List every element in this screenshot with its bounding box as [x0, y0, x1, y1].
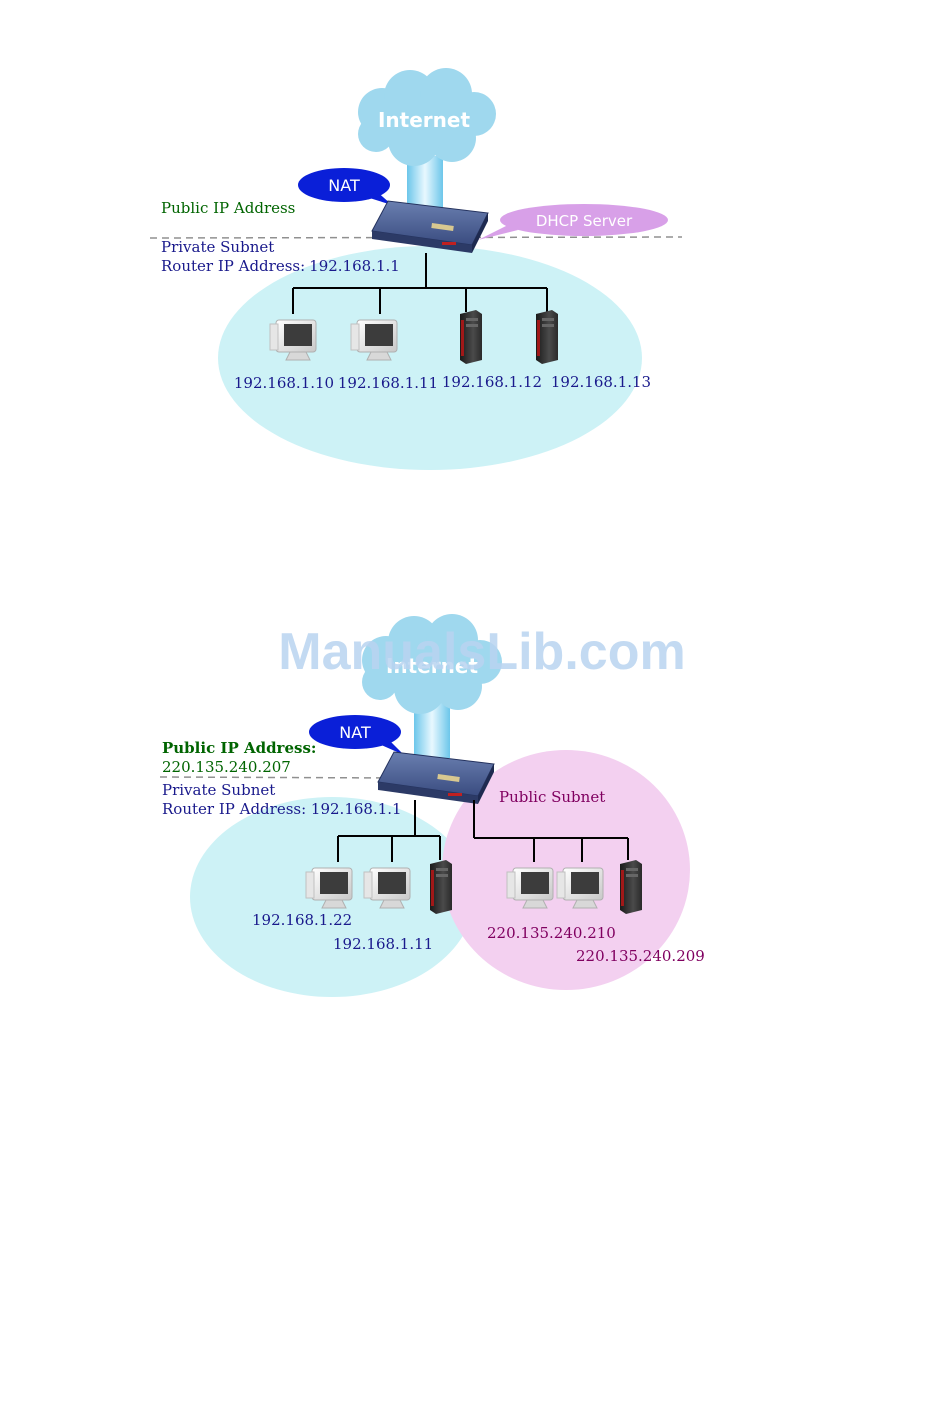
router-ip-value: 192.168.1.1 — [309, 257, 400, 275]
private-subnet-label: Private Subnet — [162, 781, 275, 799]
router-ip-caption: Router IP Address: — [161, 257, 305, 275]
public-ip-value: 220.135.240.207 — [162, 758, 291, 776]
nat-bubble — [298, 168, 392, 205]
dhcp-server-bubble — [478, 204, 668, 240]
public-ip-address-label: Public IP Address: — [162, 739, 316, 757]
nat-label: NAT — [328, 176, 360, 195]
host-ip: 220.135.240.209 — [576, 947, 705, 965]
public-private-divider — [159, 776, 399, 779]
server-icon — [430, 860, 452, 914]
host-ip: 192.168.1.10 — [234, 374, 334, 392]
lan-wiring — [337, 800, 629, 862]
internet-label: Internet — [386, 654, 478, 678]
router-ip-label: Router IP Address:192.168.1.1 — [161, 257, 400, 275]
public-subnet-label: Public Subnet — [499, 788, 605, 806]
host-ip: 192.168.1.12 — [442, 373, 542, 391]
server-icon — [620, 860, 642, 914]
host-ip: 192.168.1.13 — [551, 373, 651, 391]
host-ip: 192.168.1.22 — [252, 911, 352, 929]
internet-cloud — [358, 68, 496, 166]
internet-label: Internet — [378, 108, 470, 132]
public-ip-address-label: Public IP Address — [161, 199, 295, 217]
server-icon — [536, 310, 558, 364]
router-ip-label: Router IP Address: 192.168.1.1 — [162, 800, 402, 818]
internet-cloud — [362, 614, 502, 714]
watermark: ManualsLib.com — [278, 623, 685, 681]
private-subnet-label: Private Subnet — [161, 238, 274, 256]
nat-bubble — [309, 715, 404, 755]
lan-wiring — [292, 253, 548, 314]
host-ip: 192.168.1.11 — [333, 935, 433, 953]
private-subnet-area — [218, 246, 642, 470]
host-ip: 220.135.240.210 — [487, 924, 616, 942]
router-device — [371, 200, 489, 254]
nat-label: NAT — [339, 723, 371, 742]
host-ip: 192.168.1.11 — [338, 374, 438, 392]
server-icon — [460, 310, 482, 364]
router-device — [377, 751, 495, 805]
dhcp-server-label: DHCP Server — [536, 212, 633, 230]
